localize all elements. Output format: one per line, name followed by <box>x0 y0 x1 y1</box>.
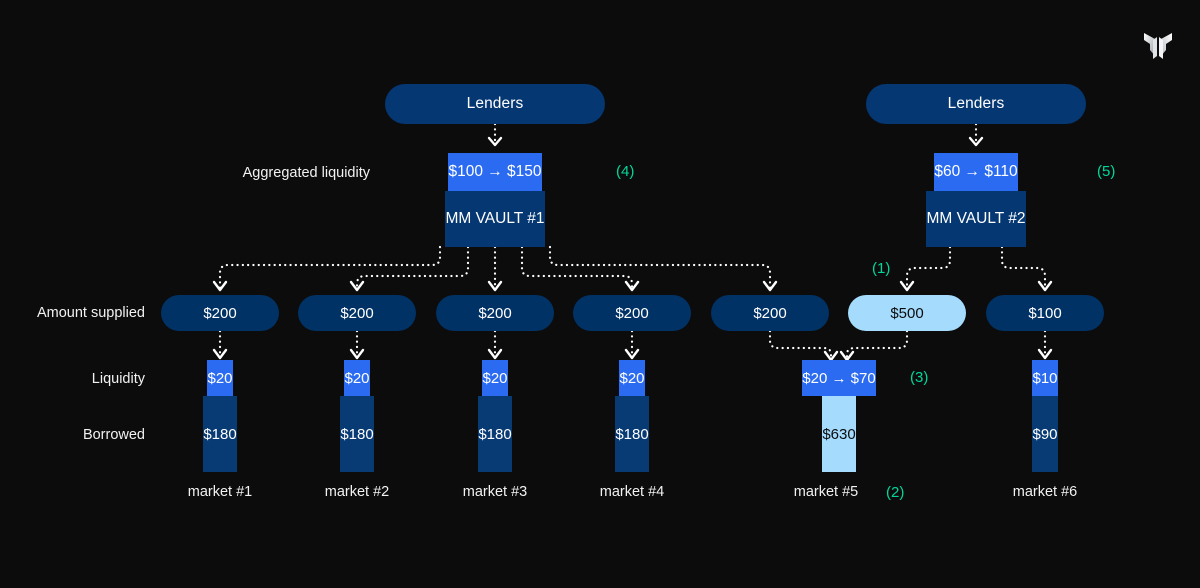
mm-vault-2[interactable]: $60 → $110 MM VAULT #2 <box>866 153 1086 247</box>
market-1-borrowed: $180 <box>203 396 237 472</box>
market-box-4[interactable]: $20 $180 <box>573 360 691 472</box>
market-box-6[interactable]: $10 $90 <box>986 360 1104 472</box>
market-2-liquidity: $20 <box>344 360 370 396</box>
market-box-1[interactable]: $20 $180 <box>161 360 279 472</box>
lenders-pill-vault-2[interactable]: Lenders <box>866 84 1086 124</box>
amount-supplied-market-2[interactable]: $200 <box>298 295 416 331</box>
amount-supplied-market-5-vault2[interactable]: $500 <box>848 295 966 331</box>
step-tag-supply-into-market-5: (1) <box>872 260 891 277</box>
market-6-liquidity: $10 <box>1032 360 1058 396</box>
market-label-2: market #2 <box>324 484 390 500</box>
step-tag-market-5-label: (2) <box>886 484 905 501</box>
amount-supplied-market-1[interactable]: $200 <box>161 295 279 331</box>
step-tag-vault-2: (5) <box>1097 163 1116 180</box>
market-4-borrowed: $180 <box>615 396 649 472</box>
row-label-aggregated-liquidity: Aggregated liquidity <box>242 165 370 181</box>
row-label-liquidity: Liquidity <box>91 371 145 387</box>
mm-vault-1-name: MM VAULT #1 <box>445 191 545 247</box>
row-label-amount-supplied: Amount supplied <box>36 305 145 321</box>
market-5-borrowed: $630 <box>822 396 856 472</box>
amount-supplied-market-3[interactable]: $200 <box>436 295 554 331</box>
market-box-3[interactable]: $20 $180 <box>436 360 554 472</box>
market-5-liquidity: $20 → $70 <box>802 360 876 396</box>
step-tag-vault-1: (4) <box>616 163 635 180</box>
amount-supplied-market-6[interactable]: $100 <box>986 295 1104 331</box>
morpho-butterfly-logo <box>1144 33 1172 59</box>
mm-vault-1-liquidity: $100 → $150 <box>448 153 542 191</box>
market-box-5[interactable]: $20 → $70 $630 <box>779 360 899 472</box>
market-label-4: market #4 <box>599 484 665 500</box>
market-label-1: market #1 <box>187 484 253 500</box>
row-label-borrowed: Borrowed <box>82 427 145 443</box>
mm-vault-2-name: MM VAULT #2 <box>926 191 1026 247</box>
mm-vault-1[interactable]: $100 → $150 MM VAULT #1 <box>385 153 605 247</box>
market-2-borrowed: $180 <box>340 396 374 472</box>
lenders-pill-vault-1[interactable]: Lenders <box>385 84 605 124</box>
market-label-3: market #3 <box>462 484 528 500</box>
step-tag-market-5-liquidity: (3) <box>910 369 929 386</box>
market-3-liquidity: $20 <box>482 360 508 396</box>
amount-supplied-market-4[interactable]: $200 <box>573 295 691 331</box>
mm-vault-2-liquidity: $60 → $110 <box>934 153 1018 191</box>
amount-supplied-market-5-vault1[interactable]: $200 <box>711 295 829 331</box>
market-box-2[interactable]: $20 $180 <box>298 360 416 472</box>
market-label-5: market #5 <box>793 484 859 500</box>
market-1-liquidity: $20 <box>207 360 233 396</box>
market-label-6: market #6 <box>1012 484 1078 500</box>
market-6-borrowed: $90 <box>1032 396 1058 472</box>
market-3-borrowed: $180 <box>478 396 512 472</box>
market-4-liquidity: $20 <box>619 360 645 396</box>
